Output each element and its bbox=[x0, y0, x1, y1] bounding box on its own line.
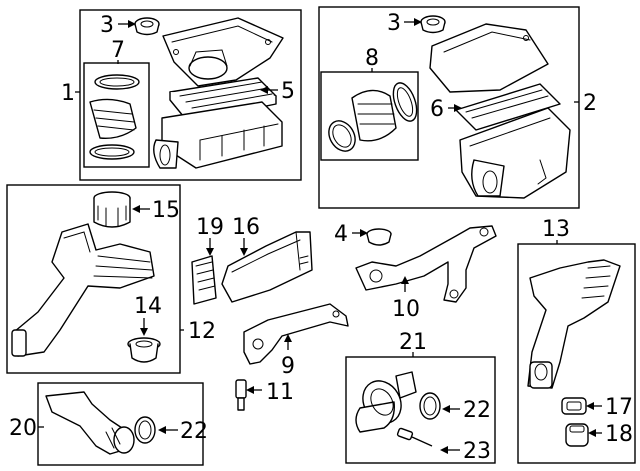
callout-3-left: 3 bbox=[100, 13, 114, 38]
air-cleaner-cover-part-2 bbox=[429, 23, 549, 93]
clamp-part-7-bottom bbox=[89, 144, 135, 160]
intake-hose-part-8 bbox=[351, 89, 397, 142]
seal-ring-part-22-left bbox=[134, 416, 156, 444]
clamp-part-7-top bbox=[94, 74, 140, 90]
callout-18: 18 bbox=[605, 422, 633, 447]
air-filter-element-part-6 bbox=[455, 83, 561, 131]
group-box-clamp-hose-8 bbox=[320, 71, 419, 161]
intake-duct-part-12 bbox=[11, 223, 155, 357]
group-box-air-cleaner-left bbox=[79, 9, 302, 181]
grommet-part-14 bbox=[127, 337, 161, 363]
group-box-duct-20 bbox=[37, 382, 204, 466]
sensor-part-11 bbox=[235, 379, 247, 411]
callout-22-right: 22 bbox=[463, 398, 491, 423]
intake-duct-part-13 bbox=[527, 259, 621, 389]
callout-14: 14 bbox=[134, 294, 162, 319]
seal-part-18 bbox=[565, 423, 589, 447]
group-box-mass-air-flow-21 bbox=[345, 356, 496, 464]
seal-part-17 bbox=[561, 397, 587, 415]
air-duct-part-20 bbox=[45, 391, 135, 455]
callout-23: 23 bbox=[463, 439, 491, 464]
air-duct-part-16 bbox=[221, 231, 313, 303]
seal-ring-part-22-right bbox=[419, 392, 441, 420]
sensor-part-23 bbox=[396, 427, 433, 447]
mass-air-flow-sensor-part-21 bbox=[355, 371, 417, 433]
group-box-clamp-hose-7 bbox=[83, 62, 150, 168]
resonator-part-15 bbox=[93, 191, 131, 228]
callout-17: 17 bbox=[605, 395, 633, 420]
callout-13: 13 bbox=[542, 217, 570, 242]
callout-3-right: 3 bbox=[387, 11, 401, 36]
callout-6: 6 bbox=[430, 97, 444, 122]
callout-1: 1 bbox=[61, 81, 75, 106]
intake-hose-part-7 bbox=[89, 98, 137, 139]
filter-screen-part-19 bbox=[191, 255, 217, 305]
callout-2: 2 bbox=[583, 91, 597, 116]
air-cleaner-lower-housing-right bbox=[459, 107, 571, 199]
group-box-intake-duct-12 bbox=[6, 184, 181, 374]
callout-16: 16 bbox=[232, 215, 260, 240]
clamp-part-8-right bbox=[392, 82, 418, 122]
bracket-part-9 bbox=[243, 303, 349, 365]
callout-8: 8 bbox=[365, 46, 379, 71]
grommet-part-3-right bbox=[420, 15, 446, 34]
callout-22-left: 22 bbox=[180, 419, 208, 444]
clamp-part-8-left bbox=[328, 120, 356, 152]
callout-21: 21 bbox=[399, 330, 427, 355]
air-cleaner-lower-housing bbox=[153, 101, 283, 169]
grommet-part-3-left bbox=[134, 17, 160, 36]
grommet-part-4 bbox=[366, 228, 392, 246]
callout-9: 9 bbox=[281, 354, 295, 379]
callout-19: 19 bbox=[196, 215, 224, 240]
group-box-intake-duct-13 bbox=[517, 243, 636, 464]
callout-20: 20 bbox=[9, 416, 37, 441]
callout-11: 11 bbox=[266, 380, 294, 405]
callout-4: 4 bbox=[334, 222, 348, 247]
callout-15: 15 bbox=[152, 198, 180, 223]
bracket-part-10 bbox=[355, 225, 497, 303]
callout-10: 10 bbox=[392, 297, 420, 322]
group-box-air-cleaner-right bbox=[318, 6, 580, 209]
callout-7: 7 bbox=[111, 38, 125, 63]
callout-5: 5 bbox=[281, 79, 295, 104]
air-cleaner-cover-part-5 bbox=[162, 17, 284, 87]
callout-12: 12 bbox=[188, 319, 216, 344]
